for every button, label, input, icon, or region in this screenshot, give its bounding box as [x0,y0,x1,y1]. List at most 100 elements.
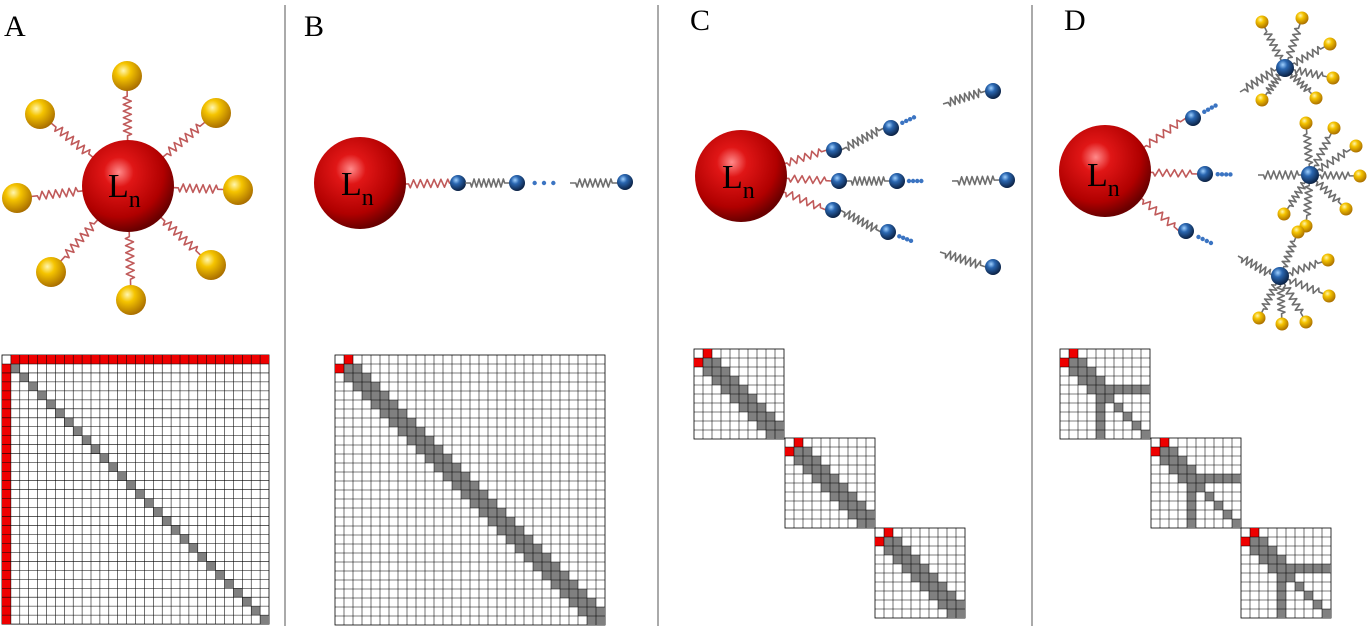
matrix-cell-bond [126,480,136,490]
matrix-cell-bond [497,517,506,526]
spring-linker [839,209,882,233]
matrix-cell-bond [766,412,775,421]
matrix-cell-bond [153,507,163,517]
matrix-cell-bond [1178,456,1187,465]
matrix-chain-block [784,437,876,529]
matrix-cell-bond [533,544,542,553]
matrix-cell-bond [757,421,766,430]
matrix-cell-bond [362,373,371,382]
matrix-cell-ion-link [82,355,91,364]
matrix-cell-bond [1132,421,1141,430]
matrix-branched-block [1240,527,1332,619]
spring-linker [1290,66,1328,80]
chain-continuation-dot [1213,103,1218,108]
matrix-cell-ion-link [126,355,136,364]
matrix-cell-bond [117,471,127,481]
spring-linker [1260,281,1279,313]
matrix-cell-bond [938,582,947,591]
matrix-cell-bond [1187,465,1196,474]
matrix-cell-bond [452,481,461,490]
spring-linker [1239,67,1280,93]
matrix-cell-bond [857,519,866,528]
matrix-cell-bond [470,499,479,508]
matrix-cell-bond [1295,564,1304,573]
matrix-cell-ion-link [1250,528,1259,537]
matrix-cell-bond [902,555,911,564]
chain-continuation-dot [532,180,537,186]
matrix-cell-bond [1132,385,1141,394]
end-group-sphere [1327,121,1341,135]
matrix-cell-bond [524,553,533,562]
matrix-cell-ion-link [335,364,344,373]
matrix-cell-bond [1322,609,1331,618]
matrix-cell-bond [1178,465,1187,474]
spring-linker [159,215,202,256]
matrix-cell-bond [848,501,857,510]
spring-linker [570,178,618,188]
matrix-cell-bond [587,616,596,625]
matrix-cell-bond [371,382,380,391]
panel-c-ion-label: Ln [722,159,755,204]
matrix-cell-ion-link [2,507,11,517]
matrix-cell-bond [407,427,416,436]
matrix-cell-bond [803,447,812,456]
matrix-cell-bond [560,589,569,598]
matrix-gridlines [335,355,605,625]
matrix-cell-bond [1304,591,1313,600]
matrix-cell-ion-link [2,525,11,535]
matrix-cell-bond [911,555,920,564]
matrix-cell-ion-link [224,355,234,364]
end-group-sphere [1309,91,1323,105]
matrix-cell-bond [497,508,506,517]
matrix-cell-ion-link [55,355,65,364]
ligand-sphere [201,98,231,128]
chain-continuation-dot [901,235,906,241]
panel-letter-b: B [304,10,324,43]
spring-linker [942,88,987,107]
matrix-cell-bond [1069,367,1078,376]
matrix-cell-ion-link [1060,358,1069,367]
matrix-cell-ion-link [19,355,29,364]
matrix-cell-bond [703,367,712,376]
spring-linker [1237,255,1275,277]
chain-continuation-dot [1228,172,1233,177]
matrix-cell-bond [1069,358,1078,367]
matrix-cell-bond [1223,474,1232,483]
spring-linker [939,250,987,269]
panel-b-molecule [314,137,633,229]
matrix-cell-bond [569,589,578,598]
panel-a-matrix [1,354,270,625]
matrix-cell-bond [542,571,551,580]
matrix-cell-ion-link [215,355,225,364]
matrix-cell-bond [1214,474,1223,483]
monomer-bead [1185,110,1201,126]
matrix-cell-bond [794,447,803,456]
ligand-sphere [116,285,146,315]
spring-linker [1264,72,1283,96]
matrix-cell-bond [938,600,947,609]
matrix-cell-bond [721,385,730,394]
matrix-cell-bond [407,436,416,445]
end-group-sphere [1321,253,1335,267]
matrix-cell-ion-link [2,426,11,436]
matrix-cell-bond [721,376,730,385]
monomer-bead [880,224,896,240]
matrix-cell-ion-link [233,355,243,364]
matrix-cell-bond [1114,385,1123,394]
matrix-cell-bond [443,463,452,472]
panel-c-matrices [693,348,966,619]
panel-letter-d: D [1064,4,1086,37]
chain-continuation-dot [910,178,916,184]
spring-linker [1302,180,1314,221]
matrix-cell-bond [1313,564,1322,573]
chain-continuation-dot [1204,238,1210,244]
end-group-sphere [1295,11,1309,25]
matrix-cell-bond [180,534,189,544]
spring-linker [1282,280,1304,318]
matrix-cell-bond [434,463,443,472]
monomer-bead [831,173,847,189]
spring-linker [1263,27,1284,63]
matrix-cell-ion-link [2,399,11,409]
matrix-cell-bond [893,537,902,546]
end-group-sphere [1339,202,1353,216]
